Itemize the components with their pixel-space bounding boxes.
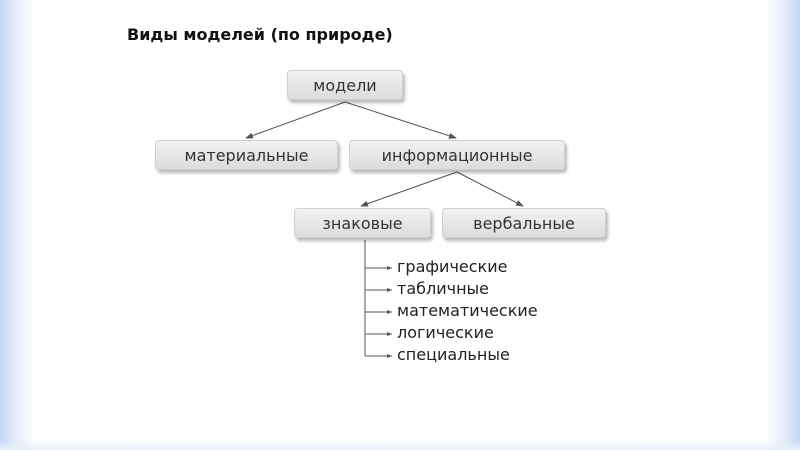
node-informational: информационные <box>349 140 565 170</box>
node-verbal: вербальные <box>442 208 606 238</box>
right-edge-glow <box>766 0 800 450</box>
connector-root-to-informational <box>344 101 457 139</box>
connector-root-to-material <box>245 101 346 139</box>
left-edge-glow <box>0 0 34 450</box>
list-item-tabular: табличные <box>397 279 490 298</box>
bottom-edge-glow <box>0 440 800 450</box>
list-item-special: специальные <box>397 345 510 364</box>
node-material: материальные <box>155 140 338 170</box>
connector-info-to-verbal <box>456 171 524 207</box>
list-item-mathematical: математические <box>397 301 538 320</box>
list-item-graphic: графические <box>397 257 508 276</box>
node-sign: знаковые <box>294 208 431 238</box>
list-item-logical: логические <box>397 323 494 342</box>
node-models: модели <box>287 70 403 100</box>
slide-title: Виды моделей (по природе) <box>127 25 393 44</box>
sign-subtype-list: графические табличные математические лог… <box>397 256 538 366</box>
connector-info-to-sign <box>360 171 458 207</box>
